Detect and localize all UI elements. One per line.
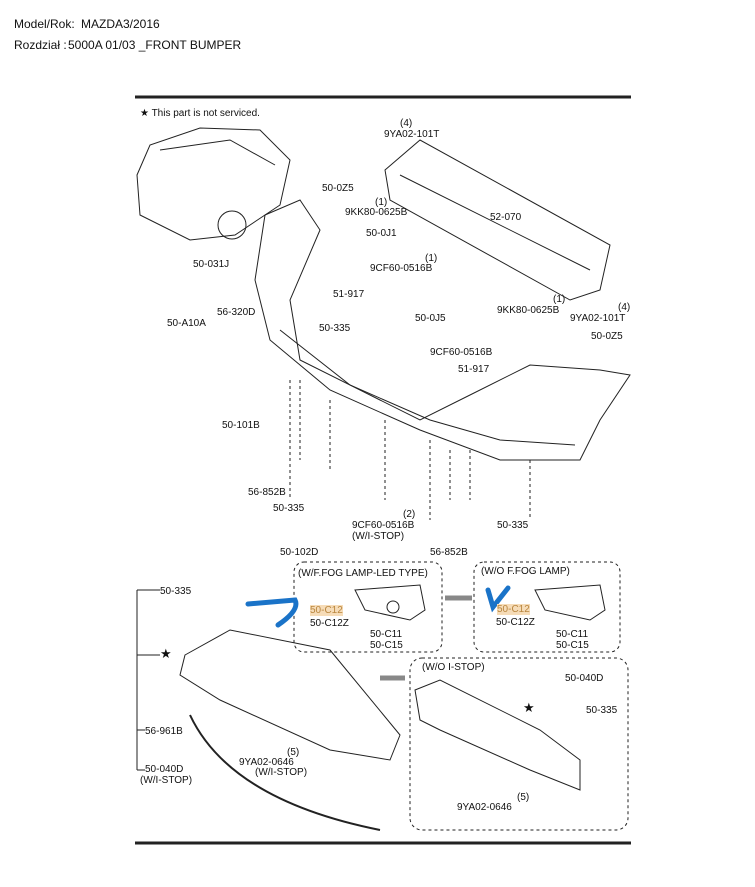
section-value: 5000A 01/03 _FRONT BUMPER <box>68 38 242 52</box>
part-label: 9CF60-0516B <box>370 263 433 274</box>
no-istop-box <box>409 657 629 831</box>
part-label: 50-335 <box>497 520 529 531</box>
part-label: (W/I-STOP) <box>255 767 308 778</box>
blue-annotation-arrow-1 <box>245 597 299 628</box>
part-label-highlighted: 50-C12 <box>497 604 530 615</box>
part-label: 50-C15 <box>556 640 589 651</box>
part-label: (W/I-STOP) <box>140 775 193 786</box>
part-label: (5) <box>517 792 530 803</box>
part-label: 56-320D <box>217 307 256 318</box>
part-label: (5) <box>287 747 300 758</box>
part-label-highlighted: 50-C12 <box>310 605 343 616</box>
star-icon: ★ <box>160 646 172 661</box>
no-fog-lamp-box <box>473 561 621 653</box>
seal-strip <box>189 714 381 831</box>
part-label: 50-031J <box>193 259 230 270</box>
part-label: 9KK80-0625B <box>497 305 560 316</box>
part-label: 56-961B <box>145 726 183 737</box>
part-label: 9YA02-101T <box>570 313 626 324</box>
part-label: 52-070 <box>490 212 522 223</box>
section-label: Rozdział : <box>14 38 67 52</box>
model-value: MAZDA3/2016 <box>81 17 160 31</box>
part-label: 9YA02-0646 <box>457 802 512 813</box>
part-label: 50-335 <box>273 503 305 514</box>
part-label: (2) <box>403 509 416 520</box>
part-label: 50-C12Z <box>310 618 349 629</box>
part-label: 50-0J1 <box>366 228 397 239</box>
bumper-reinforcement <box>384 139 611 301</box>
part-label: 50-A10A <box>167 318 206 329</box>
variant-label: (W/O F.FOG LAMP) <box>481 566 570 577</box>
part-label: 50-040D <box>565 673 604 684</box>
part-label: (4) <box>400 118 413 129</box>
part-label: 50-040D <box>145 764 184 775</box>
part-label: (1) <box>375 197 388 208</box>
car-illustration <box>136 127 291 241</box>
part-label: (4) <box>618 302 631 313</box>
part-label: (W/I-STOP) <box>352 531 405 542</box>
part-label: (1) <box>425 253 438 264</box>
part-label: 56-852B <box>430 547 468 558</box>
fog-lamp-bezel-led <box>354 584 426 621</box>
star-icon: ★ <box>523 700 535 715</box>
part-label: 9CF60-0516B <box>430 347 493 358</box>
part-label: 56-852B <box>248 487 286 498</box>
blue-annotation-arrow-2 <box>485 585 511 613</box>
part-label: 50-335 <box>160 586 192 597</box>
under-cover-no-istop <box>414 679 581 791</box>
part-label: 9CF60-0516B <box>352 520 415 531</box>
under-cover-istop <box>179 629 401 761</box>
part-label: 50-0Z5 <box>591 331 623 342</box>
not-serviced-note: ★ This part is not serviced. <box>140 108 260 119</box>
fog-lamp-bezel-blank <box>534 584 606 621</box>
part-label: 9YA02-0646 <box>239 757 294 768</box>
part-label: 50-C11 <box>556 629 589 640</box>
model-label: Model/Rok: <box>14 17 75 31</box>
part-label: 9KK80-0625B <box>345 207 408 218</box>
part-label: 51-917 <box>333 289 365 300</box>
part-label: (1) <box>553 294 566 305</box>
part-label: 50-C12Z <box>496 617 535 628</box>
part-label: 50-0J5 <box>415 313 446 324</box>
part-label: 51-917 <box>458 364 490 375</box>
part-label: 50-0Z5 <box>322 183 354 194</box>
part-label: 50-335 <box>586 705 618 716</box>
part-label: 50-102D <box>280 547 319 558</box>
part-label: 9YA02-101T <box>384 129 440 140</box>
bumper-cover <box>254 199 631 461</box>
part-label: 50-C11 <box>370 629 403 640</box>
part-label: 50-101B <box>222 420 260 431</box>
variant-label: (W/F.FOG LAMP-LED TYPE) <box>298 568 428 579</box>
part-label: 50-C15 <box>370 640 403 651</box>
part-label: 50-335 <box>319 323 351 334</box>
variant-label: (W/O I-STOP) <box>422 662 485 673</box>
